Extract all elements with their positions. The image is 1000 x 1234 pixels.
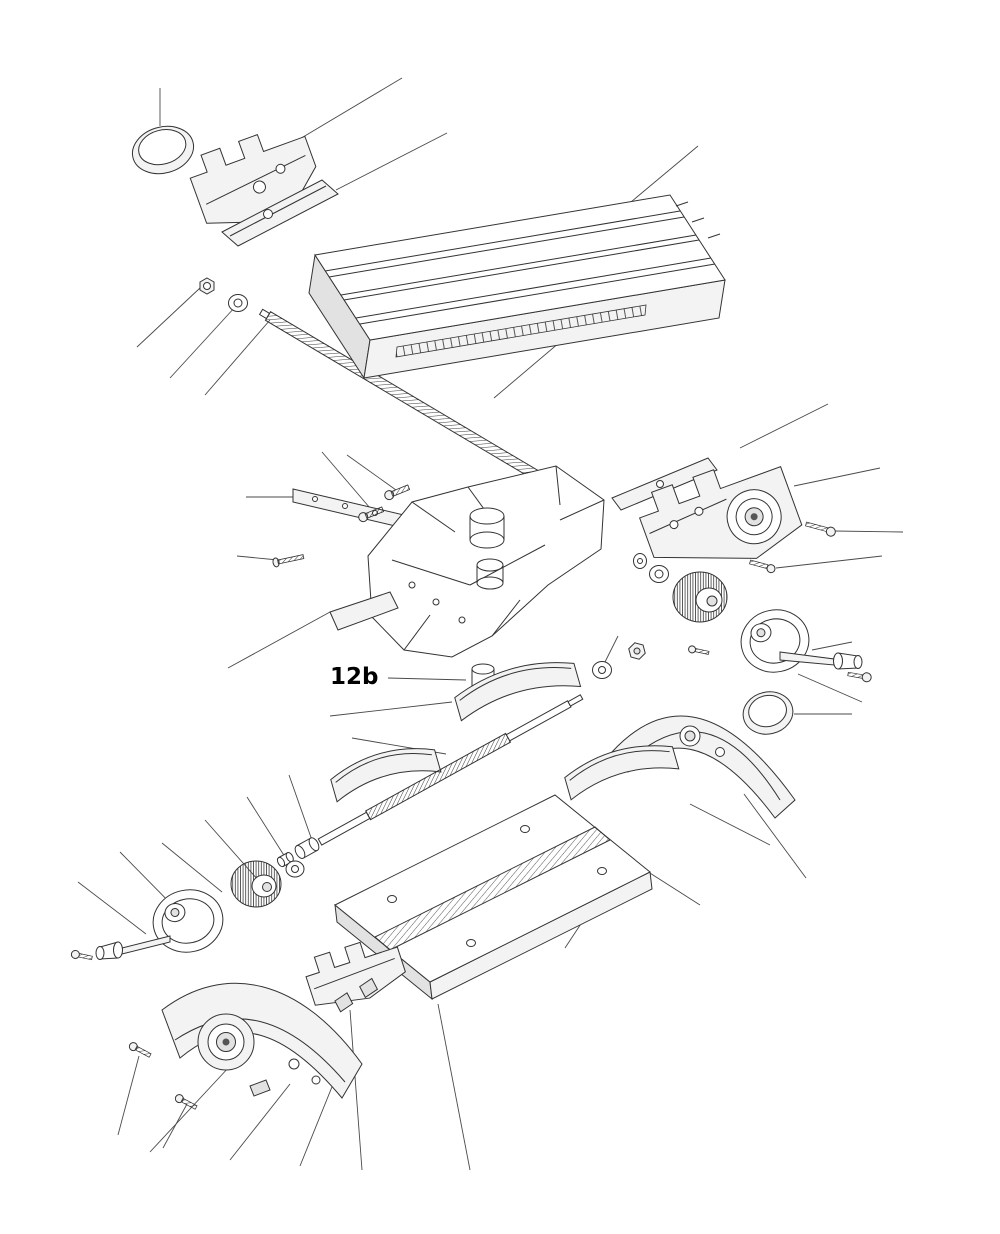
lead-screw-lower — [317, 694, 584, 846]
screw-bottom-2 — [174, 1094, 198, 1110]
way-cover-left — [330, 748, 442, 803]
boss-cylinder — [469, 507, 505, 549]
table-groove — [374, 826, 611, 951]
bearing-boss-left — [197, 1013, 255, 1071]
boss-cylinder-small — [476, 558, 504, 590]
knurled-drum-right — [672, 571, 728, 623]
end-bracket-right — [638, 466, 803, 559]
crank-handle-right — [779, 651, 863, 670]
screw-near-wheel-right — [688, 645, 710, 655]
screw-carriage-1 — [358, 506, 385, 523]
clamp-block-lower — [305, 941, 406, 1013]
spacer-washer-1 — [633, 553, 647, 569]
handwheel-left — [152, 889, 224, 953]
screw-left-side — [272, 554, 305, 568]
screw-crank-left — [70, 949, 93, 961]
part-label-12b: 12b — [330, 664, 378, 690]
screw-bottom-1 — [128, 1042, 152, 1058]
nut-lower — [628, 642, 646, 660]
screw-crank-right — [847, 671, 872, 683]
hex-nut-top — [199, 277, 215, 295]
gib-plate-right — [611, 457, 718, 511]
spacer-lower — [276, 852, 294, 868]
way-cover-center — [454, 662, 582, 722]
spacer-washer-2 — [649, 565, 669, 583]
washer-lower — [592, 661, 612, 679]
carriage-saddle — [292, 465, 605, 694]
knob-right — [742, 691, 794, 735]
table-scale — [395, 304, 647, 358]
handwheel-right — [740, 609, 810, 673]
crank-handle-left — [95, 935, 171, 960]
screw-bracket-right-2 — [749, 559, 776, 574]
end-cap-knob — [131, 125, 195, 175]
carriage-foot — [329, 591, 399, 631]
screw-bracket-right-1 — [805, 521, 836, 537]
way-cover-right — [564, 745, 680, 801]
t-slots — [324, 210, 716, 325]
knurled-drum-left — [230, 860, 282, 908]
washer-top — [228, 294, 248, 312]
clamp-plate-left — [221, 179, 339, 247]
screw-carriage-2 — [384, 484, 411, 501]
lower-table — [334, 794, 653, 1001]
bearing-boss-right — [726, 489, 782, 545]
bushing-lower — [294, 837, 320, 859]
support-arm-left — [161, 982, 363, 1099]
table-end-slots — [675, 201, 721, 239]
washer-left — [285, 860, 305, 878]
main-table — [308, 194, 726, 380]
